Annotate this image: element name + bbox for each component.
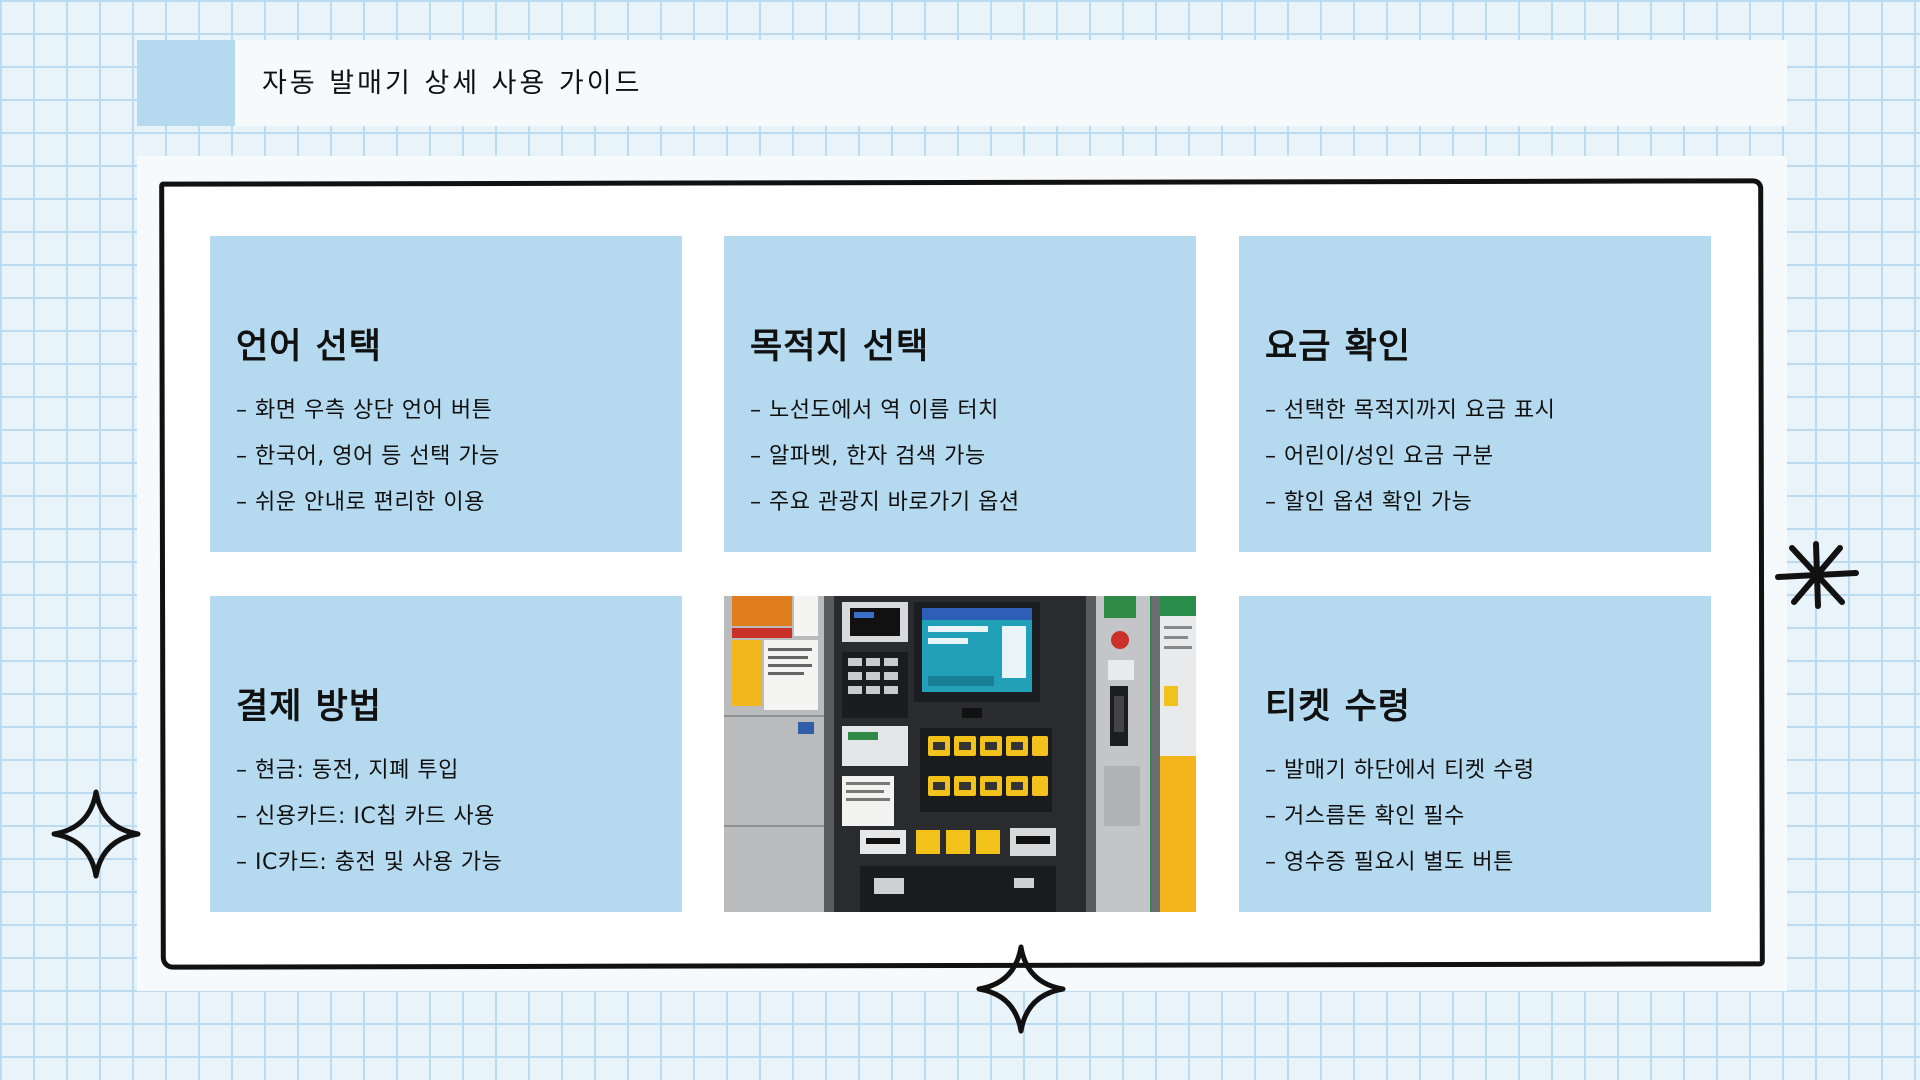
list-item: 알파벳, 한자 검색 가능 (750, 434, 1196, 480)
card-title: 목적지 선택 (750, 327, 930, 367)
list-item: 할인 옵션 확인 가능 (1265, 480, 1711, 526)
card-destination-select: 목적지 선택 노선도에서 역 이름 터치 알파벳, 한자 검색 가능 주요 관광… (724, 236, 1196, 552)
card-ticket-pickup: 티켓 수령 발매기 하단에서 티켓 수령 거스름돈 확인 필수 영수증 필요시 … (1239, 596, 1711, 912)
list-item: 노선도에서 역 이름 터치 (750, 388, 1196, 434)
list-item: 현금: 동전, 지폐 투입 (236, 748, 682, 794)
list-item: 선택한 목적지까지 요금 표시 (1265, 388, 1711, 434)
card-list: 화면 우측 상단 언어 버튼 한국어, 영어 등 선택 가능 쉬운 안내로 편리… (236, 388, 682, 526)
card-fare-check: 요금 확인 선택한 목적지까지 요금 표시 어린이/성인 요금 구분 할인 옵션… (1239, 236, 1711, 552)
list-item: IC카드: 충전 및 사용 가능 (236, 840, 682, 886)
list-item: 신용카드: IC칩 카드 사용 (236, 794, 682, 840)
header-accent-square (137, 40, 235, 126)
asterisk-icon (1775, 541, 1859, 609)
card-title: 티켓 수령 (1265, 687, 1411, 727)
list-item: 어린이/성인 요금 구분 (1265, 434, 1711, 480)
card-list: 발매기 하단에서 티켓 수령 거스름돈 확인 필수 영수증 필요시 별도 버튼 (1265, 748, 1711, 886)
list-item: 발매기 하단에서 티켓 수령 (1265, 748, 1711, 794)
header-bar (137, 40, 1787, 126)
card-payment-method: 결제 방법 현금: 동전, 지폐 투입 신용카드: IC칩 카드 사용 IC카드… (210, 596, 682, 912)
page-title: 자동 발매기 상세 사용 가이드 (262, 68, 643, 99)
vending-machine-illustration (724, 596, 1196, 912)
list-item: 쉬운 안내로 편리한 이용 (236, 480, 682, 526)
list-item: 주요 관광지 바로가기 옵션 (750, 480, 1196, 526)
card-list: 노선도에서 역 이름 터치 알파벳, 한자 검색 가능 주요 관광지 바로가기 … (750, 388, 1196, 526)
card-list: 선택한 목적지까지 요금 표시 어린이/성인 요금 구분 할인 옵션 확인 가능 (1265, 388, 1711, 526)
list-item: 화면 우측 상단 언어 버튼 (236, 388, 682, 434)
card-title: 결제 방법 (236, 687, 382, 727)
vending-machine-photo (724, 596, 1196, 912)
sparkle-icon (51, 789, 141, 879)
card-language-select: 언어 선택 화면 우측 상단 언어 버튼 한국어, 영어 등 선택 가능 쉬운 … (210, 236, 682, 552)
sparkle-icon (976, 944, 1066, 1034)
list-item: 영수증 필요시 별도 버튼 (1265, 840, 1711, 886)
card-title: 요금 확인 (1265, 327, 1411, 367)
card-list: 현금: 동전, 지폐 투입 신용카드: IC칩 카드 사용 IC카드: 충전 및… (236, 748, 682, 886)
list-item: 거스름돈 확인 필수 (1265, 794, 1711, 840)
list-item: 한국어, 영어 등 선택 가능 (236, 434, 682, 480)
card-title: 언어 선택 (236, 327, 382, 367)
